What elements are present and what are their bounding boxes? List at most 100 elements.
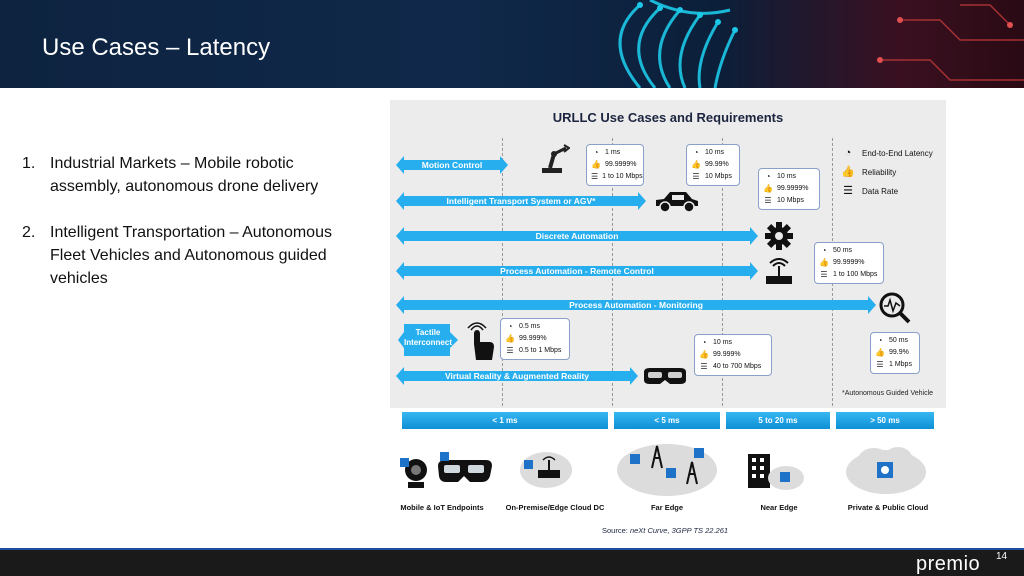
spec-latency: 0.5 ms: [519, 323, 541, 330]
circuit-brain-art: [618, 0, 1024, 88]
source-citation: Source: neXt Curve, 3GPP TS 22.261: [602, 526, 728, 535]
spec-box: ◔10 ms 👍99.9999% ☰10 Mbps: [758, 168, 820, 210]
spec-box: ◔ 10 ms 👍 99.999% ☰ 40 to 700 Mbps: [694, 334, 772, 376]
legend-rate: Data Rate: [862, 187, 899, 196]
legend-reliability: Reliability: [862, 168, 897, 177]
arrow-discrete-automation: Discrete Automation: [396, 227, 758, 245]
spec-rate: 10 Mbps: [777, 197, 804, 204]
tier-label: Mobile & IoT Endpoints: [400, 503, 484, 512]
spec-latency: 10 ms: [713, 339, 733, 346]
spec-box: ◔ 50 ms 👍 99.9% ☰ 1 Mbps: [870, 332, 920, 374]
latency-gauge-icon: ◔: [821, 246, 827, 255]
spec-latency: 1 ms: [605, 149, 621, 156]
thumbs-up-icon: 👍: [819, 258, 829, 267]
source-text: neXt Curve, 3GPP TS 22.261: [629, 526, 729, 535]
near-edge-icon: [748, 454, 804, 490]
bullet-text: Intelligent Transportation – Autonomous …: [50, 224, 332, 287]
database-icon: ☰: [764, 196, 772, 205]
touch-hand-icon: [467, 322, 494, 360]
spec-latency: 50 ms: [889, 337, 909, 344]
latency-gauge-icon: ◔: [507, 322, 513, 331]
latency-gauge-icon: ◔: [593, 148, 599, 157]
premio-logo: premio: [916, 553, 981, 575]
legend-latency: End-to-End Latency: [862, 149, 933, 158]
arrow-tactile: Tactile Interconnect: [398, 322, 458, 358]
bullet-text: Industrial Markets – Mobile robotic asse…: [50, 155, 319, 195]
tier-label: On-Premise/Edge Cloud DC: [505, 503, 605, 512]
database-icon: ☰: [506, 346, 514, 355]
car-icon: [656, 192, 698, 213]
spec-box: ◔ 50 ms 👍 99.9999% ☰ 1 to 100 Mbps: [814, 242, 884, 284]
database-icon: ☰: [876, 360, 884, 369]
footnote: *Autonomous Guided Vehicle: [842, 390, 934, 397]
arrow-label: Process Automation - Remote Control: [500, 266, 654, 276]
mobile-iot-endpoints-icon: [400, 452, 492, 488]
latency-gauge-icon: ◔: [701, 338, 707, 347]
database-icon: ☰: [820, 270, 828, 279]
spec-rate: 40 to 700 Mbps: [713, 363, 762, 370]
spec-latency: 50 ms: [833, 247, 853, 254]
tier-label: Near Edge: [760, 503, 798, 512]
far-edge-icon: [617, 444, 717, 496]
spec-box: ◔10 ms 👍99.99% ☰10 Mbps: [686, 144, 740, 186]
tier-label: Private & Public Cloud: [847, 503, 929, 512]
arrow-its-agv: Intelligent Transport System or AGV*: [396, 192, 646, 210]
spec-reliability: 99.9999%: [777, 185, 809, 192]
database-icon: ☰: [700, 362, 708, 371]
arrow-vr-ar: Virtual Reality & Augmented Reality: [396, 367, 638, 385]
spec-reliability: 99.999%: [713, 351, 741, 358]
latency-band: 5 to 20 ms: [726, 412, 830, 429]
robot-arm-icon: [542, 144, 570, 173]
latency-gauge-icon: ◔: [693, 148, 699, 157]
router-icon: [766, 258, 792, 284]
thumbs-up-icon: 👍: [591, 160, 601, 169]
thumbs-up-icon: 👍: [763, 184, 773, 193]
database-icon: ☰: [591, 172, 599, 181]
thumbs-up-icon: 👍: [841, 166, 855, 178]
bullet-number: 2.: [22, 224, 36, 241]
latency-band: > 50 ms: [836, 412, 934, 429]
database-icon: ☰: [692, 172, 700, 181]
footer-bar: [0, 548, 1024, 576]
arrow-label: Intelligent Transport System or AGV*: [446, 196, 596, 206]
urllc-diagram: URLLC Use Cases and Requirements Motion …: [390, 100, 946, 408]
spec-rate: 10 Mbps: [705, 173, 732, 180]
tier-label: Far Edge: [650, 503, 684, 512]
header-banner: Use Cases – Latency: [0, 0, 1024, 88]
vr-headset-icon: [644, 368, 686, 384]
spec-reliability: 99.9999%: [605, 161, 637, 168]
latency-gauge-icon: ◔: [765, 172, 771, 181]
diagram-title: URLLC Use Cases and Requirements: [552, 110, 784, 125]
list-item: 1. Industrial Markets – Mobile robotic a…: [22, 152, 352, 198]
diagram-legend: ◔End-to-End Latency 👍Reliability ☰Data R…: [840, 144, 933, 201]
thumbs-up-icon: 👍: [699, 350, 709, 359]
arrow-motion-control: Motion Control: [396, 156, 508, 174]
page-number: 14: [996, 551, 1008, 562]
latency-band: < 5 ms: [614, 412, 720, 429]
spec-rate: 1 to 100 Mbps: [833, 271, 878, 278]
spec-latency: 10 ms: [705, 149, 725, 156]
arrow-label: Discrete Automation: [535, 231, 619, 241]
arrow-label: Tactile Interconnect: [403, 328, 452, 347]
arrow-label: Virtual Reality & Augmented Reality: [444, 371, 590, 381]
spec-reliability: 99.9%: [889, 349, 909, 356]
page-title: Use Cases – Latency: [42, 34, 271, 61]
spec-reliability: 99.99%: [705, 161, 729, 168]
spec-rate: 1 Mbps: [889, 361, 912, 368]
thumbs-up-icon: 👍: [875, 348, 885, 357]
monitoring-magnifier-icon: [879, 292, 911, 324]
latency-band: < 1 ms: [402, 412, 608, 429]
cloud-icon: [846, 447, 926, 494]
database-icon: ☰: [843, 185, 853, 197]
source-prefix: Source:: [602, 526, 630, 535]
arrow-process-monitoring: Process Automation - Monitoring: [396, 296, 876, 314]
thumbs-up-icon: 👍: [505, 334, 515, 343]
spec-box: ◔ 1 ms 👍 99.9999% ☰1 to 10 Mbps: [586, 144, 644, 186]
list-item: 2. Intelligent Transportation – Autonomo…: [22, 221, 352, 290]
gear-icon: [765, 222, 793, 250]
spec-rate: 0.5 to 1 Mbps: [519, 347, 562, 354]
latency-gauge-icon: ◔: [877, 336, 883, 345]
bullet-list: 1. Industrial Markets – Mobile robotic a…: [22, 152, 352, 313]
spec-rate: 1 to 10 Mbps: [602, 173, 643, 180]
spec-reliability: 99.9999%: [833, 259, 865, 266]
